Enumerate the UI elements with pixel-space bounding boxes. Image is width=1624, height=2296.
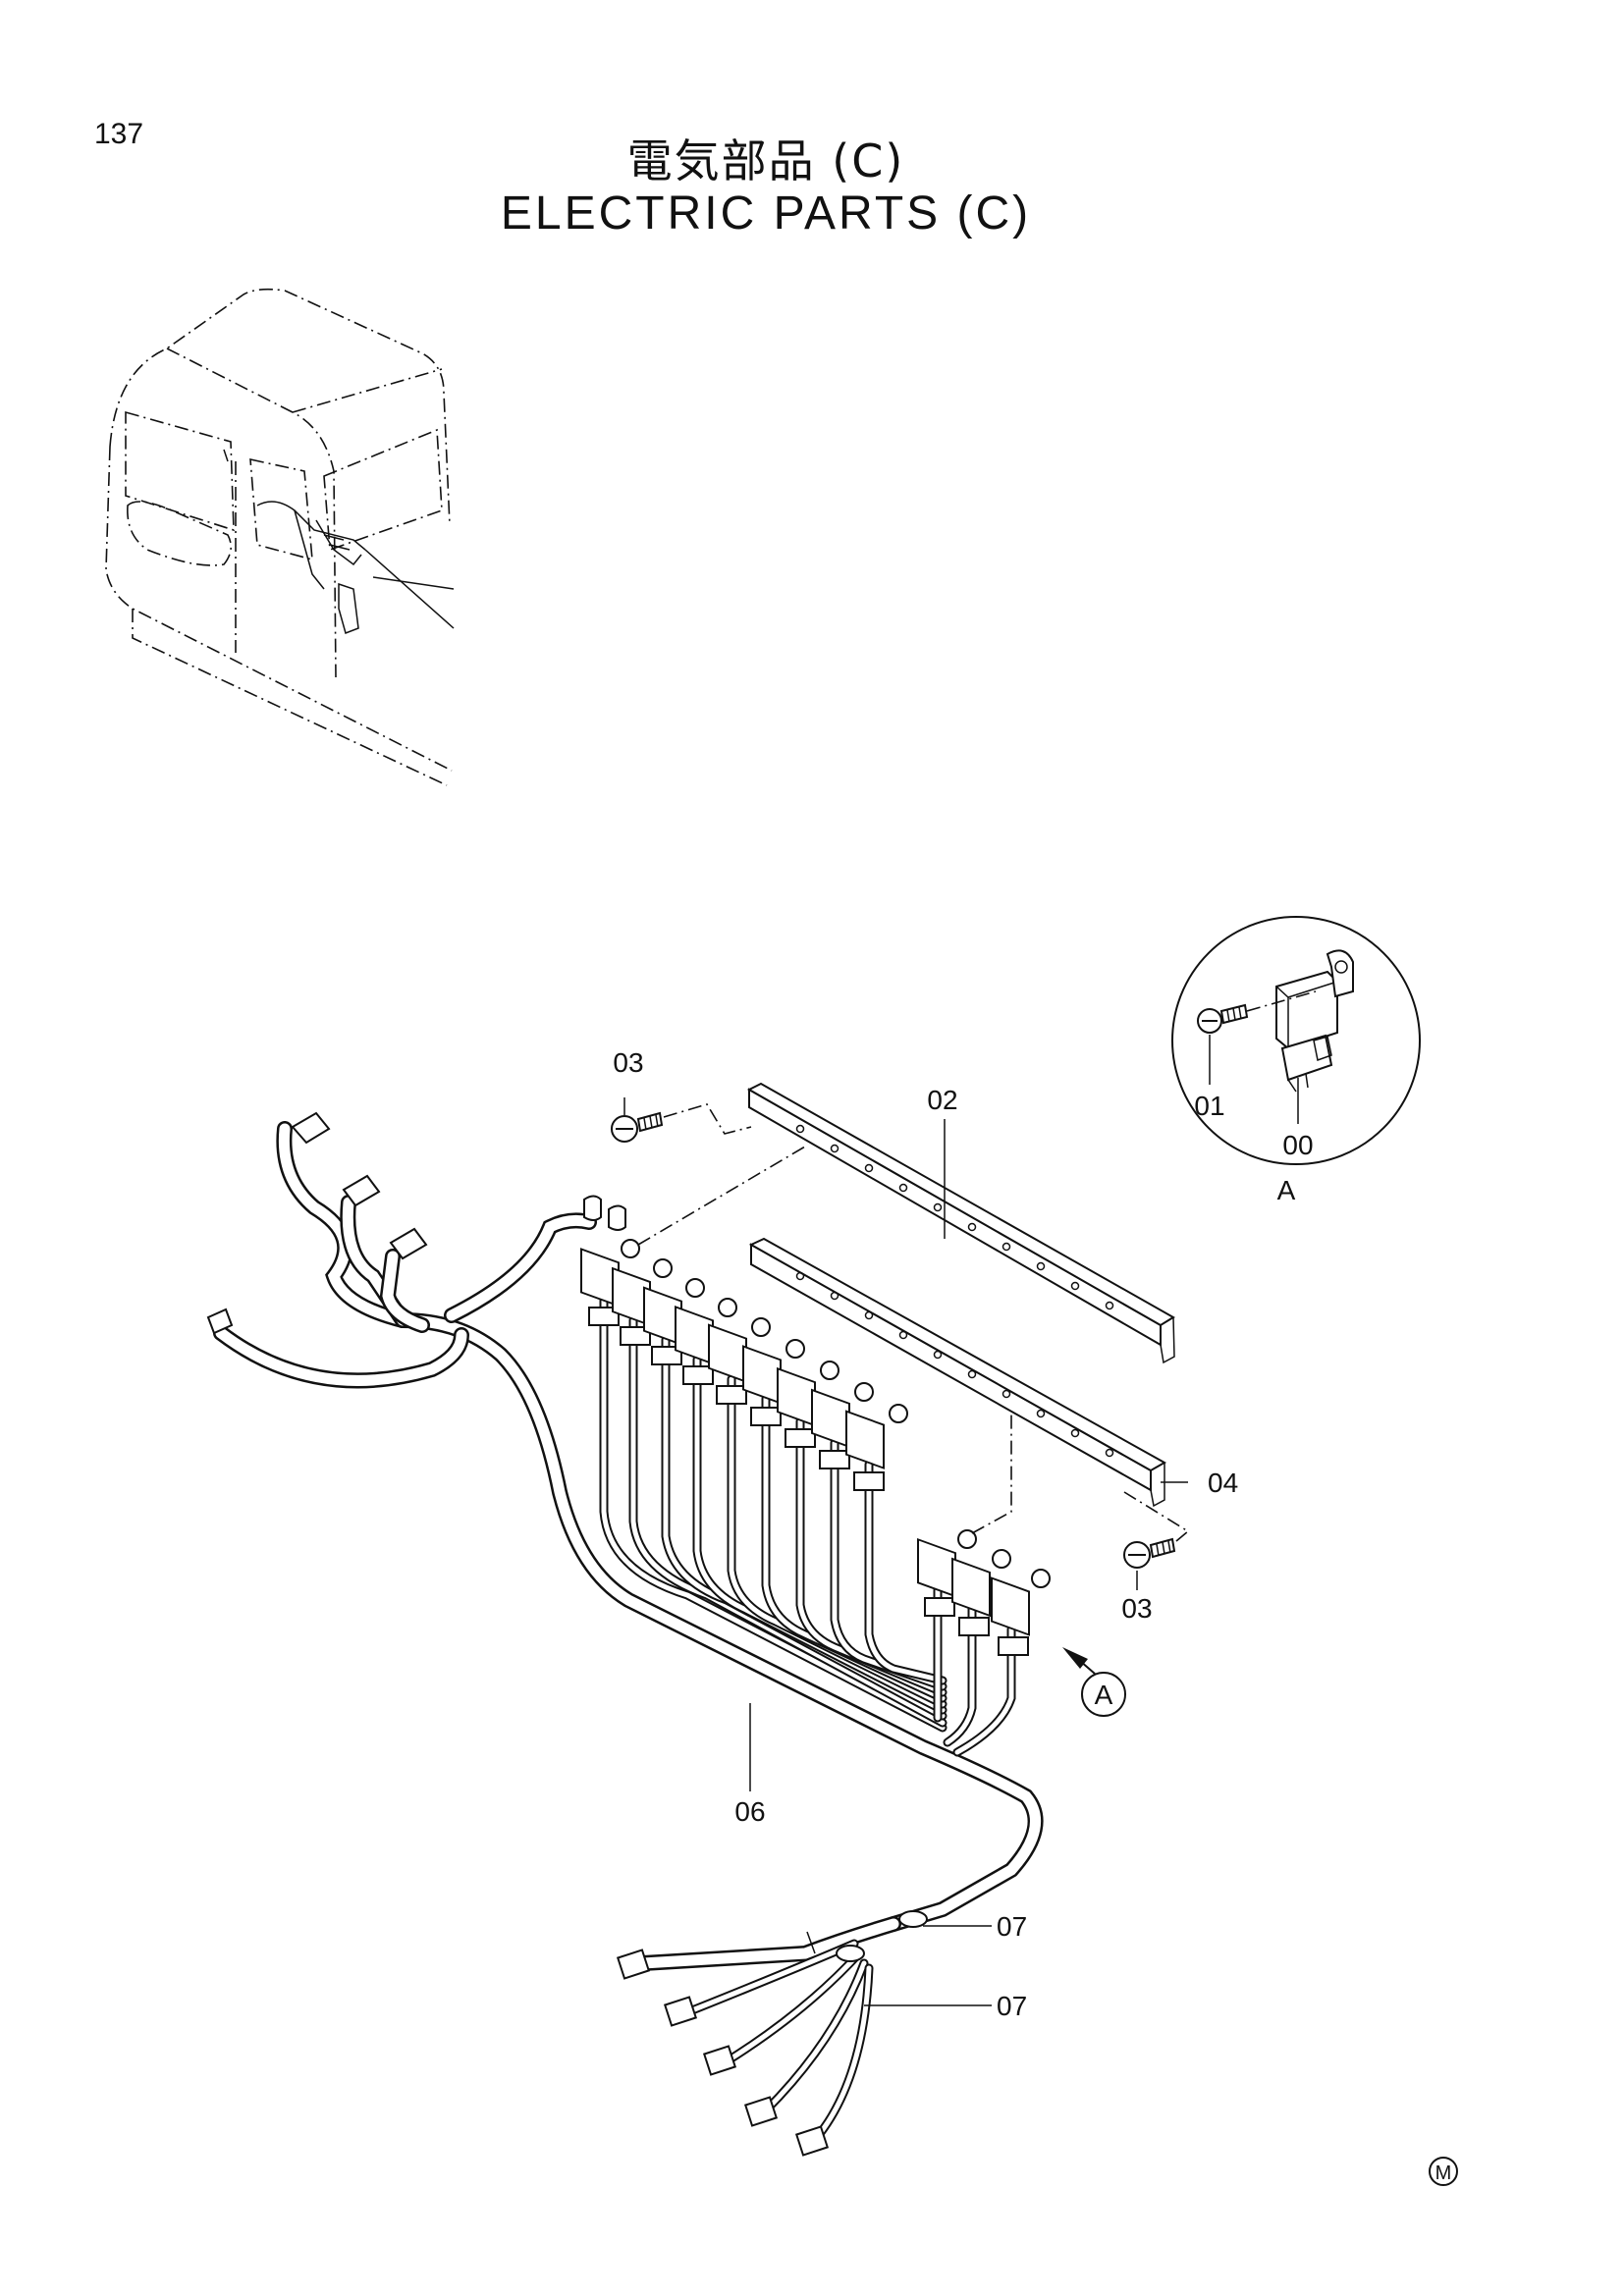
clip-07-lower: [836, 1945, 865, 1962]
label-01: 01: [1194, 1091, 1224, 1121]
leader-lines: [623, 1097, 1188, 2006]
footer-mark-letter: M: [1435, 2163, 1452, 2184]
relay-12: [991, 1569, 1051, 1656]
label-00: 00: [1282, 1130, 1313, 1160]
label-07-upper: 07: [997, 1911, 1027, 1942]
detail-view-a: [1171, 916, 1421, 1165]
cab-overview-illustration: [105, 288, 455, 786]
bolt-03-upper: [611, 1103, 752, 1143]
page-number: 137: [94, 118, 144, 150]
title-japanese: 電気部品 (C): [626, 134, 905, 187]
relay-8: [811, 1382, 874, 1469]
label-03-upper: 03: [613, 1047, 643, 1078]
lower-branch-harness: [616, 1910, 928, 2157]
clip-07-upper: [898, 1910, 928, 1928]
label-04: 04: [1208, 1468, 1238, 1498]
harness-06: [206, 1111, 1044, 1932]
connector-3: [702, 2045, 737, 2076]
bracket-02-holes: [795, 1124, 1114, 1310]
relay-5: [708, 1317, 771, 1405]
detail-a-label: A: [1277, 1175, 1296, 1205]
label-06: 06: [734, 1796, 765, 1827]
callout-a: A: [1062, 1647, 1126, 1717]
relay-3: [643, 1278, 705, 1365]
title-english: ELECTRIC PARTS (C): [500, 187, 1032, 240]
connector-1: [616, 1949, 651, 1980]
footer-mark: M: [1429, 2157, 1458, 2186]
label-02: 02: [927, 1085, 957, 1115]
bracket-02: [746, 1082, 1175, 1364]
relay-4: [675, 1298, 737, 1385]
callout-a-label: A: [1095, 1680, 1113, 1710]
relay-row: [580, 1146, 1051, 1656]
relay-10: [917, 1529, 977, 1617]
bolt-03-lower: [1123, 1491, 1190, 1569]
label-07-lower: 07: [997, 1991, 1027, 2021]
connector-2: [663, 1996, 698, 2027]
relay-wire-bundle: [599, 1296, 1016, 1757]
connector-5: [794, 2125, 830, 2157]
label-03-lower: 03: [1121, 1593, 1152, 1624]
relay-9: [845, 1404, 908, 1491]
relay-1: [580, 1239, 640, 1326]
connector-4: [743, 2096, 779, 2127]
bracket-04-holes: [795, 1271, 1114, 1458]
part-labels: 02 03 04 03 06 07 07 01 00 A: [613, 1047, 1313, 2021]
relay-11: [951, 1549, 1011, 1636]
bracket-04: [748, 1237, 1167, 1508]
